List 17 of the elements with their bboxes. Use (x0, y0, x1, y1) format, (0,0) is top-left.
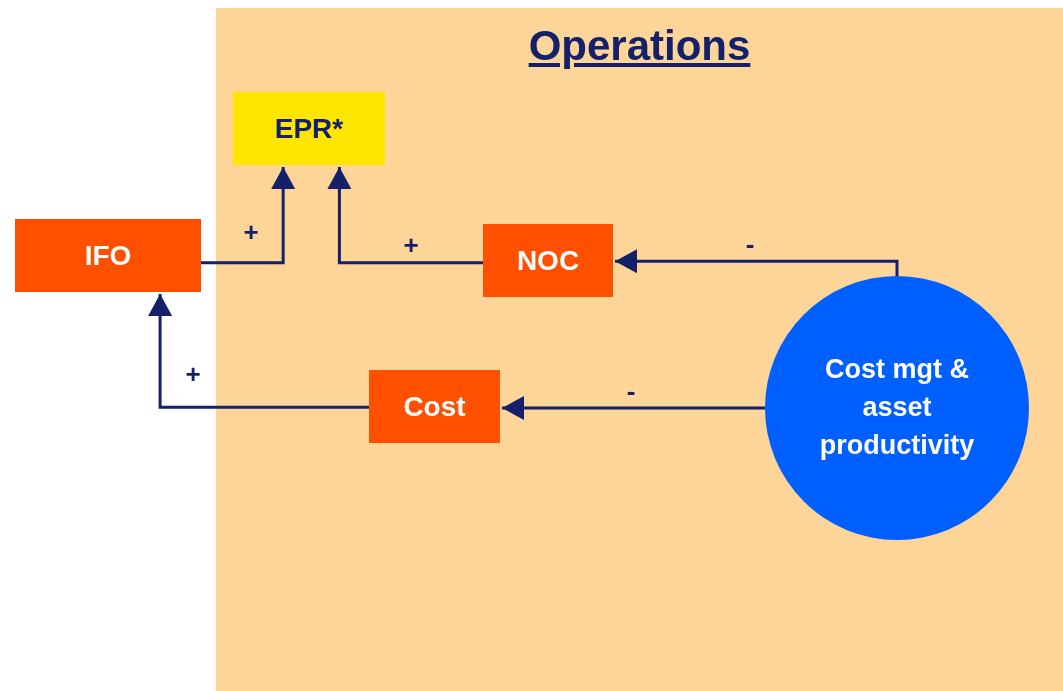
edge-label: + (242, 219, 260, 245)
arrow (502, 396, 765, 420)
process-box: EPR* (233, 92, 385, 165)
edge-label: - (744, 231, 756, 257)
circle-label: Cost mgt & asset productivity (818, 353, 976, 462)
operations-panel (216, 8, 1063, 691)
arrow (148, 294, 369, 409)
arrow (327, 167, 483, 265)
process-box: Cost (369, 370, 500, 443)
edge-label: + (402, 232, 420, 258)
process-box: NOC (483, 224, 613, 297)
panel-title: Operations (527, 22, 752, 70)
arrow (615, 249, 899, 276)
edge-label: - (625, 378, 637, 404)
arrow (201, 167, 296, 265)
edge-label: + (184, 361, 202, 387)
process-box: IFO (15, 219, 201, 292)
